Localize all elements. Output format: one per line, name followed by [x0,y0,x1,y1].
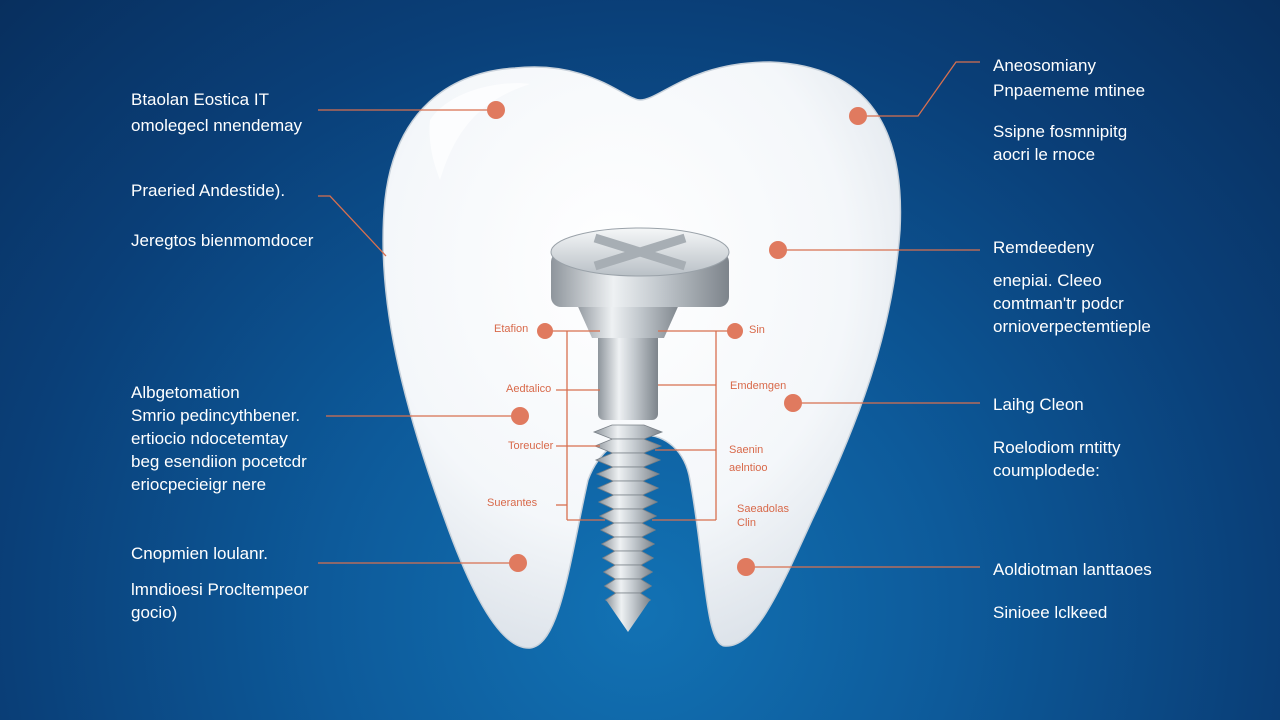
implant-label: Emdemgen [730,380,787,392]
screw-thread [595,466,661,482]
screw-thread [600,536,656,552]
callout-title: Remdeedeny [993,238,1095,257]
leader-lines [318,61,980,568]
callout-left-2: Praeried Andestide). Jeregtos bienmomdoc… [131,179,313,252]
callout-desc: Roelodiom rntitty coumplodede: [993,438,1121,480]
marker-dots [487,101,867,576]
tooth-highlight [429,83,530,180]
callout-right-2: Remdeedeny enepiai. Cleeo comtman'tr pod… [993,236,1151,338]
implant-label: Sin [749,324,765,336]
callout-title: Aoldiotman lanttaoes [993,560,1152,579]
callout-right-1: Aneosomiany Pnpaememe mtinee Ssipne fosm… [993,54,1145,166]
callout-left-4: Cnopmien loulanr. lmndioesi Procltempeor… [131,542,309,624]
screw-thread [602,564,654,580]
callout-desc: omolegecl nnendemay [131,116,303,135]
implant-label: Saenin [729,444,764,456]
callout-subtitle: Pnpaememe mtinee [993,81,1146,100]
callout-left-1: Btaolan Eostica IT omolegecl nnendemay [131,88,302,137]
callout-left-3: Albgetomation Smrio pedincythbener. erti… [131,381,307,496]
implant-label: Toreucler [508,440,554,452]
screw-thread [594,452,662,468]
implant-label: Suerantes [487,497,538,509]
callout-right-4: Aoldiotman lanttaoes Sinioee lclkeed [993,558,1152,624]
callout-right-3: Laihg Cleon Roelodiom rntitty coumploded… [993,393,1121,482]
screw-thread [597,494,659,510]
callout-title: Praeried Andestide). [131,181,286,200]
implant-label: Aedtalico [506,383,552,395]
screw-thread [598,508,658,524]
screw-thread [596,480,660,496]
screw-thread [601,550,655,566]
callout-desc: Smrio pedincythbener. ertiocio ndocetemt… [131,406,307,494]
implant-label: Etafion [494,323,529,335]
callout-desc: Jeregtos bienmomdocer [131,231,314,250]
callout-title: Aneosomiany [993,56,1097,75]
callout-desc: lmndioesi Procltempeor gocio) [131,580,309,622]
implant-label: Clin [737,517,756,529]
screw-thread [603,578,653,594]
implant-label: Saeadolas [737,503,789,515]
callout-title: Laihg Cleon [993,395,1084,414]
implant [550,227,730,632]
callout-desc: enepiai. Cleeo comtman'tr podcr orniover… [993,271,1151,336]
callout-title: Albgetomation [131,383,240,402]
callout-title: Cnopmien loulanr. [131,544,269,563]
implant-label: aelntioo [729,462,768,474]
callout-desc: Sinioee lclkeed [993,603,1108,622]
callout-title: Btaolan Eostica IT [131,90,269,109]
callout-desc: Ssipne fosmnipitg aocri le rnoce [993,122,1128,164]
screw-thread [599,522,657,538]
